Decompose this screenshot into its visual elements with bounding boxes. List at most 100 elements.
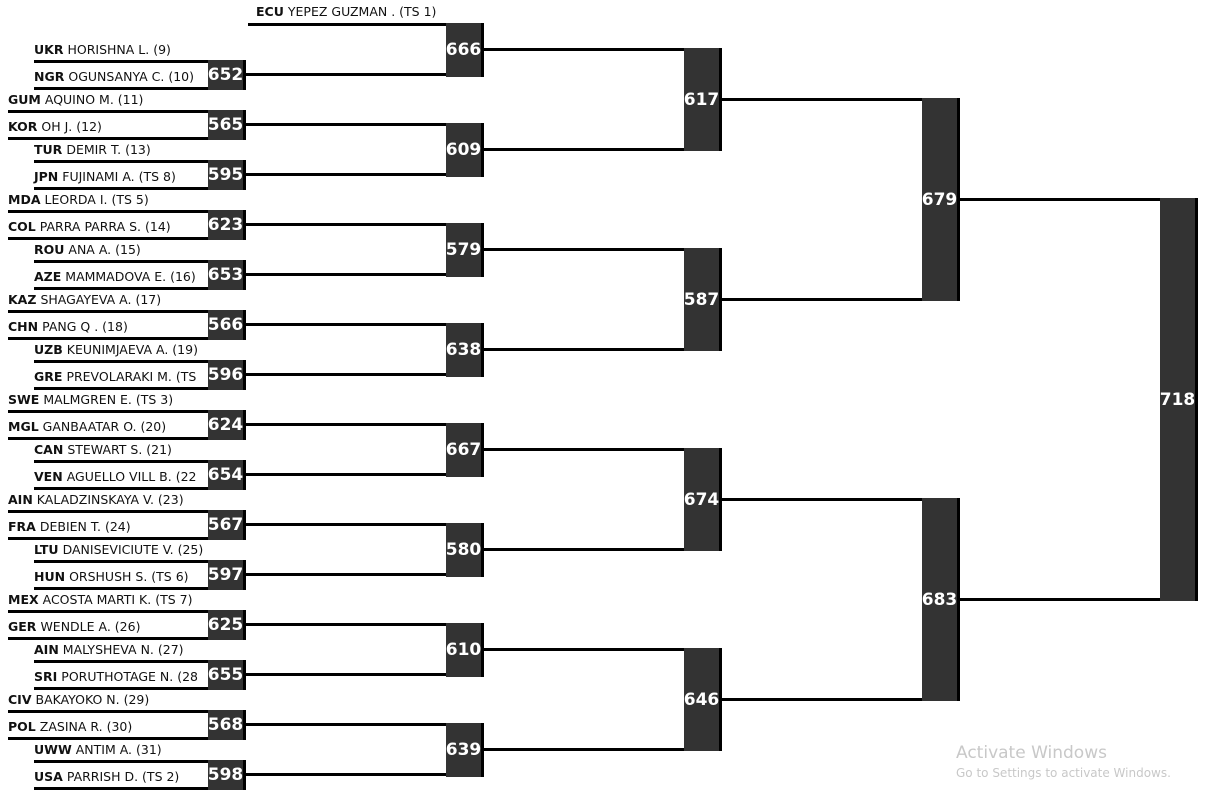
athlete-line <box>34 460 246 463</box>
round1-score-box[interactable]: 655 <box>208 660 246 690</box>
athlete-line <box>8 337 246 340</box>
connector-line <box>484 448 684 451</box>
connector-line <box>722 298 922 301</box>
athlete-line <box>34 187 246 190</box>
score-value: 598 <box>207 765 244 785</box>
score-value: 653 <box>207 265 244 285</box>
score-value: 596 <box>207 365 244 385</box>
round2-score-box[interactable]: 666 <box>446 23 484 77</box>
round2-score-box[interactable]: 609 <box>446 123 484 177</box>
round1-score-box[interactable]: 597 <box>208 560 246 590</box>
connector-line <box>484 648 684 651</box>
country-code: CIV <box>8 692 32 707</box>
activation-watermark: Activate Windows Go to Settings to activ… <box>956 742 1206 782</box>
athlete-name: FUJINAMI A. (TS 8) <box>62 169 176 184</box>
connector-line <box>246 273 446 276</box>
round2-score-box[interactable]: 579 <box>446 223 484 277</box>
athlete-name: SHAGAYEVA A. (17) <box>40 292 162 307</box>
round1-score-box[interactable]: 654 <box>208 460 246 490</box>
round3-score-box[interactable]: 617 <box>684 48 722 151</box>
score-value: 674 <box>683 489 720 510</box>
round1-score-box[interactable]: 566 <box>208 310 246 340</box>
round1-score-box[interactable]: 598 <box>208 760 246 790</box>
round2-score-box[interactable]: 667 <box>446 423 484 477</box>
round1-score-box[interactable]: 596 <box>208 360 246 390</box>
final-score-box[interactable]: 718 <box>1160 198 1198 601</box>
round2-score-box[interactable]: 610 <box>446 623 484 677</box>
round1-score-box[interactable]: 624 <box>208 410 246 440</box>
round2-score-box[interactable]: 580 <box>446 523 484 577</box>
round1-score-box[interactable]: 595 <box>208 160 246 190</box>
round3-score-box[interactable]: 674 <box>684 448 722 551</box>
round1-score-box[interactable]: 653 <box>208 260 246 290</box>
round2-score-box[interactable]: 638 <box>446 323 484 377</box>
score-value: 568 <box>207 715 244 735</box>
connector-line <box>246 473 446 476</box>
round4-score-box[interactable]: 683 <box>922 498 960 701</box>
score-value: 610 <box>445 640 482 660</box>
connector-line <box>246 373 446 376</box>
athlete-line <box>34 260 246 263</box>
round1-score-box[interactable]: 565 <box>208 110 246 140</box>
athlete-name: PARRA PARRA S. (14) <box>39 219 171 234</box>
round4-score-box[interactable]: 679 <box>922 98 960 301</box>
round3-score-box[interactable]: 587 <box>684 248 722 351</box>
score-value: 624 <box>207 415 244 435</box>
score-value: 652 <box>207 65 244 85</box>
round2-score-box[interactable]: 639 <box>446 723 484 777</box>
country-code: LTU <box>34 542 59 557</box>
round1-score-box[interactable]: 623 <box>208 210 246 240</box>
athlete-name: ACOSTA MARTI K. (TS 7) <box>42 592 193 607</box>
athlete-name: PANG Q . (18) <box>42 319 128 334</box>
round1-score-box[interactable]: 568 <box>208 710 246 740</box>
round1-score-box[interactable]: 567 <box>208 510 246 540</box>
score-value: 587 <box>683 289 720 310</box>
athlete-line <box>34 387 246 390</box>
athlete-line <box>8 110 246 113</box>
score-value: 580 <box>445 540 482 560</box>
score-value: 655 <box>207 665 244 685</box>
athlete-line <box>34 287 246 290</box>
round3-score-box[interactable]: 646 <box>684 648 722 751</box>
connector-line <box>484 48 684 51</box>
athlete-line <box>34 360 246 363</box>
athlete-line <box>34 487 246 490</box>
athlete-name: PORUTHOTAGE N. (28 <box>61 669 198 684</box>
round1-score-box[interactable]: 625 <box>208 610 246 640</box>
country-code: GUM <box>8 92 41 107</box>
athlete-line <box>34 660 246 663</box>
athlete-name: KALADZINSKAYA V. (23) <box>36 492 184 507</box>
round1-score-box[interactable]: 652 <box>208 60 246 90</box>
